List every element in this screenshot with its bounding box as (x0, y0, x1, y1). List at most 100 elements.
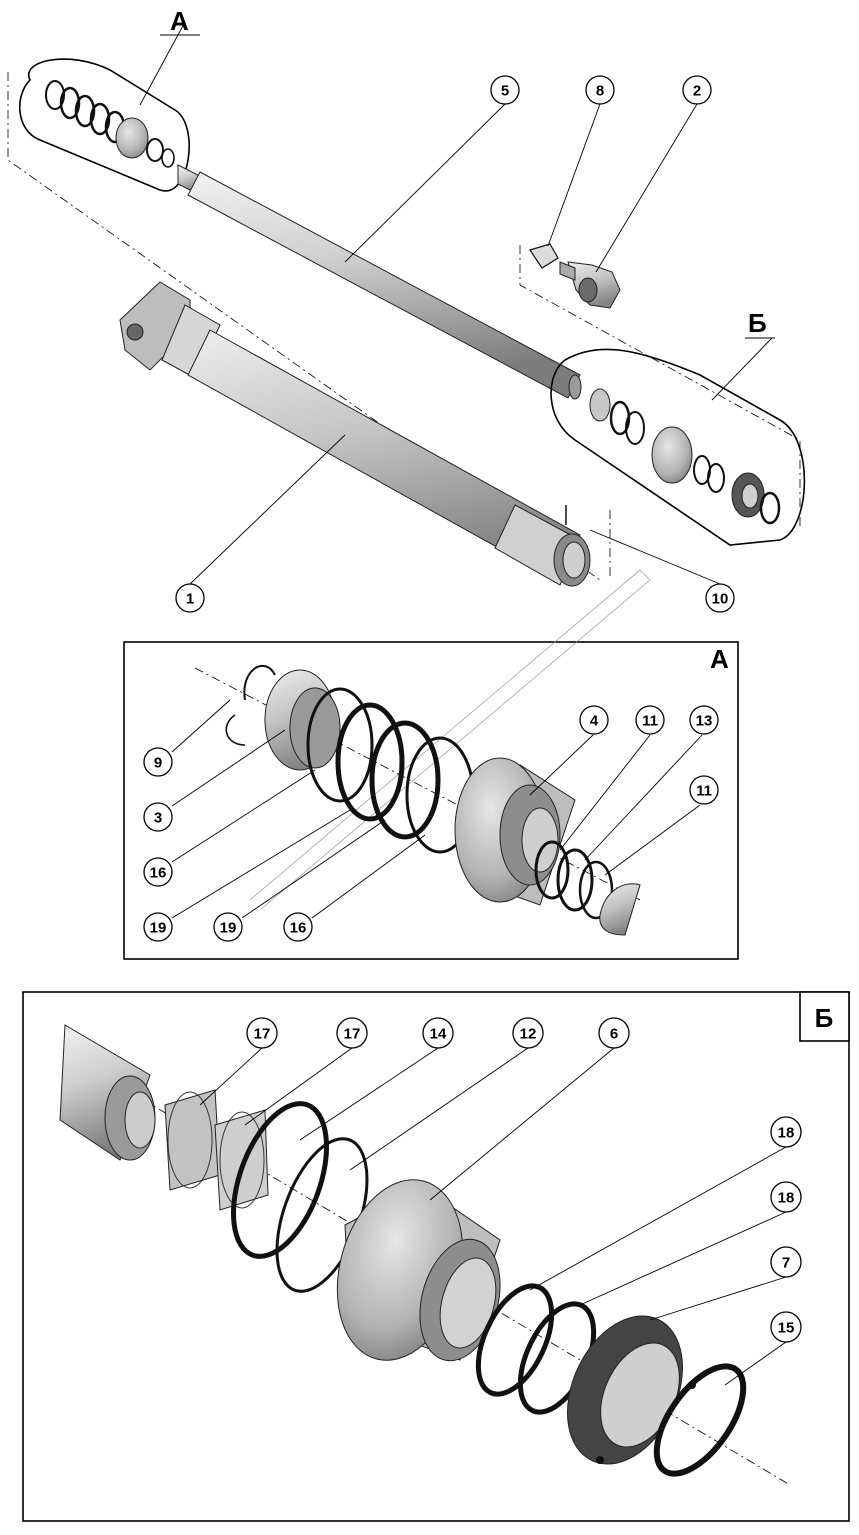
callout-19-mid: 19 (213, 912, 243, 942)
callout-13: 13 (689, 705, 719, 735)
leader-11b (604, 804, 701, 876)
detail-b-frame (22, 991, 850, 1522)
callout-16-right: 16 (283, 912, 313, 942)
leader-3 (171, 729, 286, 807)
svg-text:16: 16 (290, 920, 307, 937)
svg-text:10: 10 (712, 591, 729, 608)
svg-text:19: 19 (220, 920, 237, 937)
svg-text:3: 3 (154, 810, 162, 827)
gland-nut (566, 1315, 696, 1465)
rod-end (59, 1024, 156, 1161)
spring-wire (243, 664, 276, 701)
leader-15 (724, 1341, 787, 1386)
svg-text:2: 2 (693, 83, 701, 100)
leader-section-a (139, 21, 186, 106)
leader-1 (189, 434, 346, 585)
o-ring-11b (578, 860, 614, 920)
lock-clip (529, 243, 559, 269)
svg-text:17: 17 (344, 1026, 361, 1043)
overview-section-label-b: Б (748, 308, 767, 338)
svg-text:15: 15 (778, 1320, 795, 1337)
guide-ring-17b (214, 1109, 269, 1211)
leader-17b (244, 1047, 353, 1126)
leader-16b (311, 834, 426, 919)
detail-b-outline (550, 348, 806, 546)
ring-13 (556, 848, 594, 912)
detail-a-outline (19, 58, 190, 192)
callout-1: 1 (175, 583, 205, 613)
o-ring-11a (534, 840, 570, 900)
end-nut (599, 883, 641, 936)
detail-b-axis (109, 1079, 791, 1486)
svg-text:18: 18 (778, 1190, 795, 1207)
callout-17-left: 17 (246, 1017, 278, 1049)
leader-13 (584, 734, 703, 861)
svg-text:8: 8 (596, 83, 604, 100)
leader-18b (579, 1211, 787, 1306)
leader-7 (649, 1276, 787, 1321)
callout-16-left: 16 (143, 857, 173, 887)
guide-ring-17a (164, 1089, 221, 1191)
cylinder-body (119, 281, 591, 587)
leader-6 (429, 1047, 615, 1201)
callout-11-lower: 11 (689, 775, 719, 805)
guide-bushing (264, 669, 341, 771)
callout-5: 5 (490, 75, 520, 105)
leader-11a (559, 734, 651, 851)
leader-4 (529, 734, 594, 796)
svg-text:4: 4 (590, 713, 599, 730)
svg-text:14: 14 (430, 1026, 447, 1043)
leader-8 (547, 103, 601, 247)
rod-eye (559, 261, 621, 309)
callout-14: 14 (422, 1017, 454, 1049)
leader-16a (171, 769, 316, 863)
leader-section-b (711, 337, 773, 401)
leader-10 (589, 529, 721, 585)
seal-ring-14 (231, 1101, 329, 1259)
callout-11-upper: 11 (635, 705, 665, 735)
leader-17a (199, 1047, 263, 1106)
leader-19b (241, 819, 386, 919)
svg-text:12: 12 (520, 1026, 537, 1043)
svg-text:1: 1 (186, 591, 194, 608)
callout-15: 15 (770, 1311, 802, 1343)
seal-ring-16a (306, 687, 374, 803)
leader-18a (529, 1146, 787, 1291)
detail-b-label-box (799, 991, 850, 1042)
detail-b-parts-miniature (589, 388, 781, 525)
callout-9: 9 (143, 747, 173, 777)
detail-b-section-label: Б (815, 1003, 834, 1033)
leader-9 (171, 699, 231, 753)
gland (336, 1179, 501, 1362)
o-ring-15 (653, 1363, 747, 1477)
seal-ring-19b (369, 720, 441, 840)
svg-text:6: 6 (610, 1026, 618, 1043)
leader-5 (344, 103, 506, 263)
callout-19-left: 19 (143, 912, 173, 942)
svg-text:5: 5 (501, 83, 509, 100)
overview-section-label-a: А (170, 6, 189, 36)
callout-4: 4 (579, 705, 609, 735)
callout-8: 8 (585, 75, 615, 105)
detail-a-section-label: А (710, 644, 729, 674)
svg-text:11: 11 (696, 783, 712, 800)
callout-17-right: 17 (336, 1017, 368, 1049)
svg-text:13: 13 (696, 713, 713, 730)
detail-a-parts-miniature (45, 80, 175, 168)
callout-18-upper: 18 (770, 1116, 802, 1148)
callout-18-lower: 18 (770, 1181, 802, 1213)
callout-12: 12 (512, 1017, 544, 1049)
leader-19a (171, 809, 351, 919)
detail-a-panel: А (123, 569, 739, 960)
piston (454, 757, 576, 906)
callout-7: 7 (770, 1246, 802, 1278)
detail-a-frame (123, 641, 739, 960)
leader-2 (595, 103, 698, 273)
detail-b-panel: Б (22, 991, 850, 1522)
callout-3: 3 (143, 802, 173, 832)
overview-axis-line-right (519, 245, 801, 530)
callout-2: 2 (682, 75, 712, 105)
leader-14 (299, 1047, 439, 1141)
svg-text:19: 19 (150, 920, 167, 937)
